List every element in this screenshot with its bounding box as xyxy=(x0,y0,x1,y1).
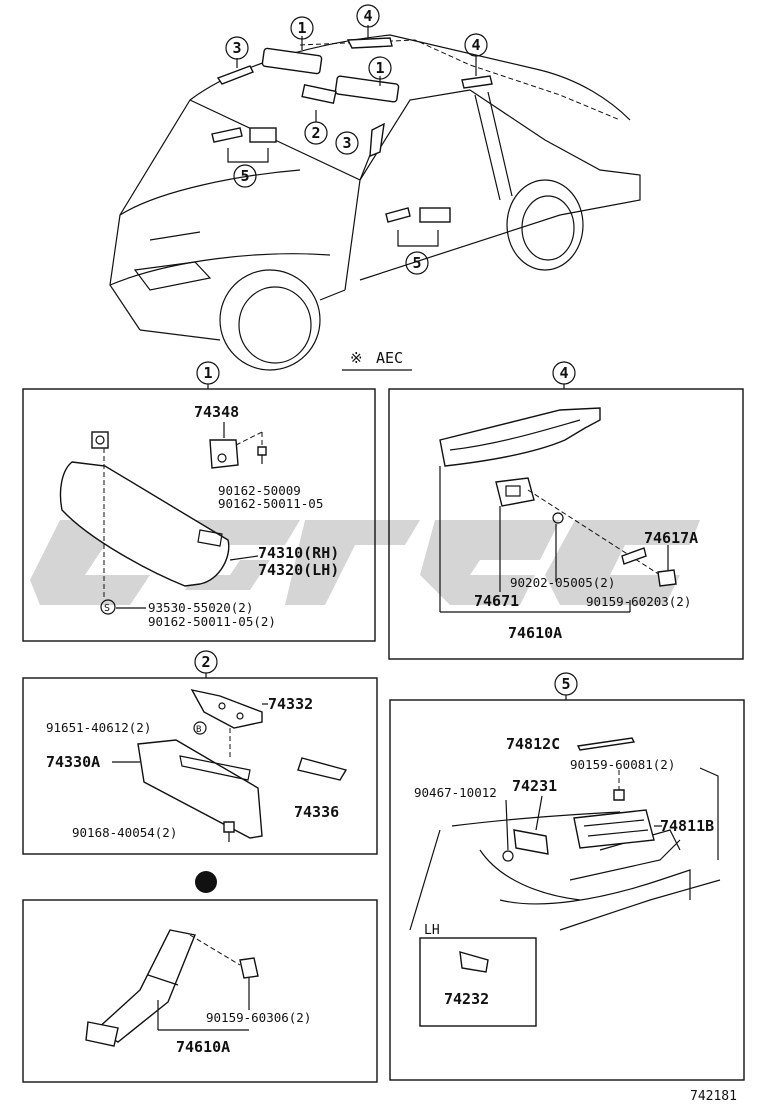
car-callouts: 1 1 4 4 3 2 3 5 5 xyxy=(225,4,488,275)
section-3-dot xyxy=(195,871,217,893)
section-4: 4 74617A 90202-05005(2) 74671 90159-6020… xyxy=(388,361,744,660)
aec-legend: ※ AEC xyxy=(342,349,412,371)
part-74330A: 74330A xyxy=(46,753,100,771)
callout-5-door: 5 xyxy=(412,254,421,272)
section-2-box xyxy=(22,677,378,855)
part-93530-55020: 93530-55020(2) xyxy=(148,600,253,615)
section-1-box xyxy=(22,388,376,642)
callout-1-top: 1 xyxy=(297,19,306,37)
clip-74336 xyxy=(297,757,348,781)
lh-inset-box xyxy=(419,937,537,1027)
lens-74232 xyxy=(459,951,489,973)
section-1-label: 1 xyxy=(203,364,212,382)
section-3: 90159-60306(2) 74610A xyxy=(22,899,378,1083)
callout-5-front: 5 xyxy=(240,167,249,185)
s-mark: S xyxy=(104,603,110,614)
part-90162-50009: 90162-50009 xyxy=(218,483,301,498)
strip-74812C xyxy=(576,737,636,751)
part-90162-50011-05-2: 90162-50011-05(2) xyxy=(148,614,276,629)
part-74812C: 74812C xyxy=(506,735,560,753)
part-74336: 74336 xyxy=(294,803,339,821)
callout-3-front: 3 xyxy=(232,39,241,57)
lens-74231 xyxy=(513,829,549,855)
part-90168-40054: 90168-40054(2) xyxy=(72,825,177,840)
sun-visor-74310 xyxy=(59,461,230,587)
callout-4-rear: 4 xyxy=(471,36,480,54)
callout-2: 2 xyxy=(311,124,320,142)
section-2: 2 B 74332 91651-40612(2) 74330A 74336 90… xyxy=(22,650,378,855)
part-90159-60203: 90159-60203(2) xyxy=(586,594,691,609)
part-74310: 74310(RH) xyxy=(258,544,339,562)
part-74610A-s3: 74610A xyxy=(176,1038,230,1056)
part-90159-60081: 90159-60081(2) xyxy=(570,757,675,772)
part-74348: 74348 xyxy=(194,403,239,421)
section-5-box xyxy=(389,699,745,1081)
bracket-74332 xyxy=(190,688,263,729)
section-3-box xyxy=(22,899,378,1083)
part-74231: 74231 xyxy=(512,777,557,795)
legend-symbol: ※ xyxy=(350,349,363,367)
b-mark: B xyxy=(196,725,201,735)
assist-grip-74610A-s3 xyxy=(94,929,196,1043)
callout-3-pillar: 3 xyxy=(342,134,351,152)
part-91651-40612: 91651-40612(2) xyxy=(46,720,151,735)
section-2-label: 2 xyxy=(201,653,210,671)
bracket-74671 xyxy=(495,477,535,507)
part-90467-10012: 90467-10012 xyxy=(414,785,497,800)
lh-label: LH xyxy=(424,923,440,938)
part-90202-05005: 90202-05005(2) xyxy=(510,575,615,590)
part-74332: 74332 xyxy=(268,695,313,713)
section-4-label: 4 xyxy=(559,364,568,382)
section-5-label: 5 xyxy=(561,675,570,693)
section-1: 1 S 74348 90162-50009 90162-50011-05 743… xyxy=(22,361,376,642)
part-74232: 74232 xyxy=(444,990,489,1008)
callout-4-roof: 4 xyxy=(363,7,372,25)
part-74610A-s4: 74610A xyxy=(508,624,562,642)
sun-visor-74330A xyxy=(137,739,263,839)
part-74320: 74320(LH) xyxy=(258,561,339,579)
figure-code: 742181 xyxy=(690,1089,737,1104)
part-74811B: 74811B xyxy=(660,817,714,835)
section-5: 5 74812C 90159-60081(2) 90467-10012 7423… xyxy=(389,672,745,1081)
legend-text: AEC xyxy=(376,349,403,367)
callout-1-roof: 1 xyxy=(375,59,384,77)
part-90162-50011-05: 90162-50011-05 xyxy=(218,496,323,511)
part-90159-60306: 90159-60306(2) xyxy=(206,1010,311,1025)
lamp-74811B xyxy=(573,809,655,849)
part-74617A: 74617A xyxy=(644,529,698,547)
car-illustration xyxy=(109,34,641,371)
section-4-box xyxy=(388,388,744,660)
part-74671: 74671 xyxy=(474,592,519,610)
